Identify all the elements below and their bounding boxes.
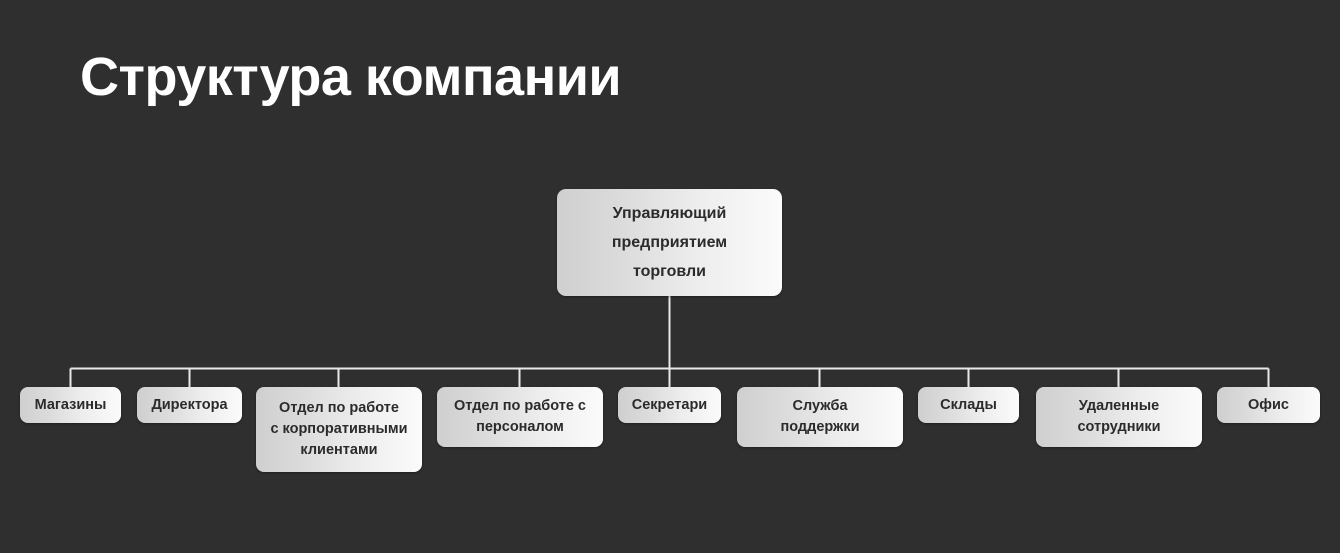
node-label: Склады [940,396,997,413]
node-direktora[interactable]: Директора [137,387,242,423]
node-ofis[interactable]: Офис [1217,387,1320,423]
node-sekretari[interactable]: Секретари [618,387,721,423]
node-sklady[interactable]: Склады [918,387,1019,423]
page-title: Структура компании [80,47,622,107]
node-label: Офис [1248,396,1289,413]
node-magaziny[interactable]: Магазины [20,387,121,423]
node-label: Директора [151,396,228,413]
node-label: Магазины [34,396,107,413]
node-label: Секретари [631,396,708,413]
